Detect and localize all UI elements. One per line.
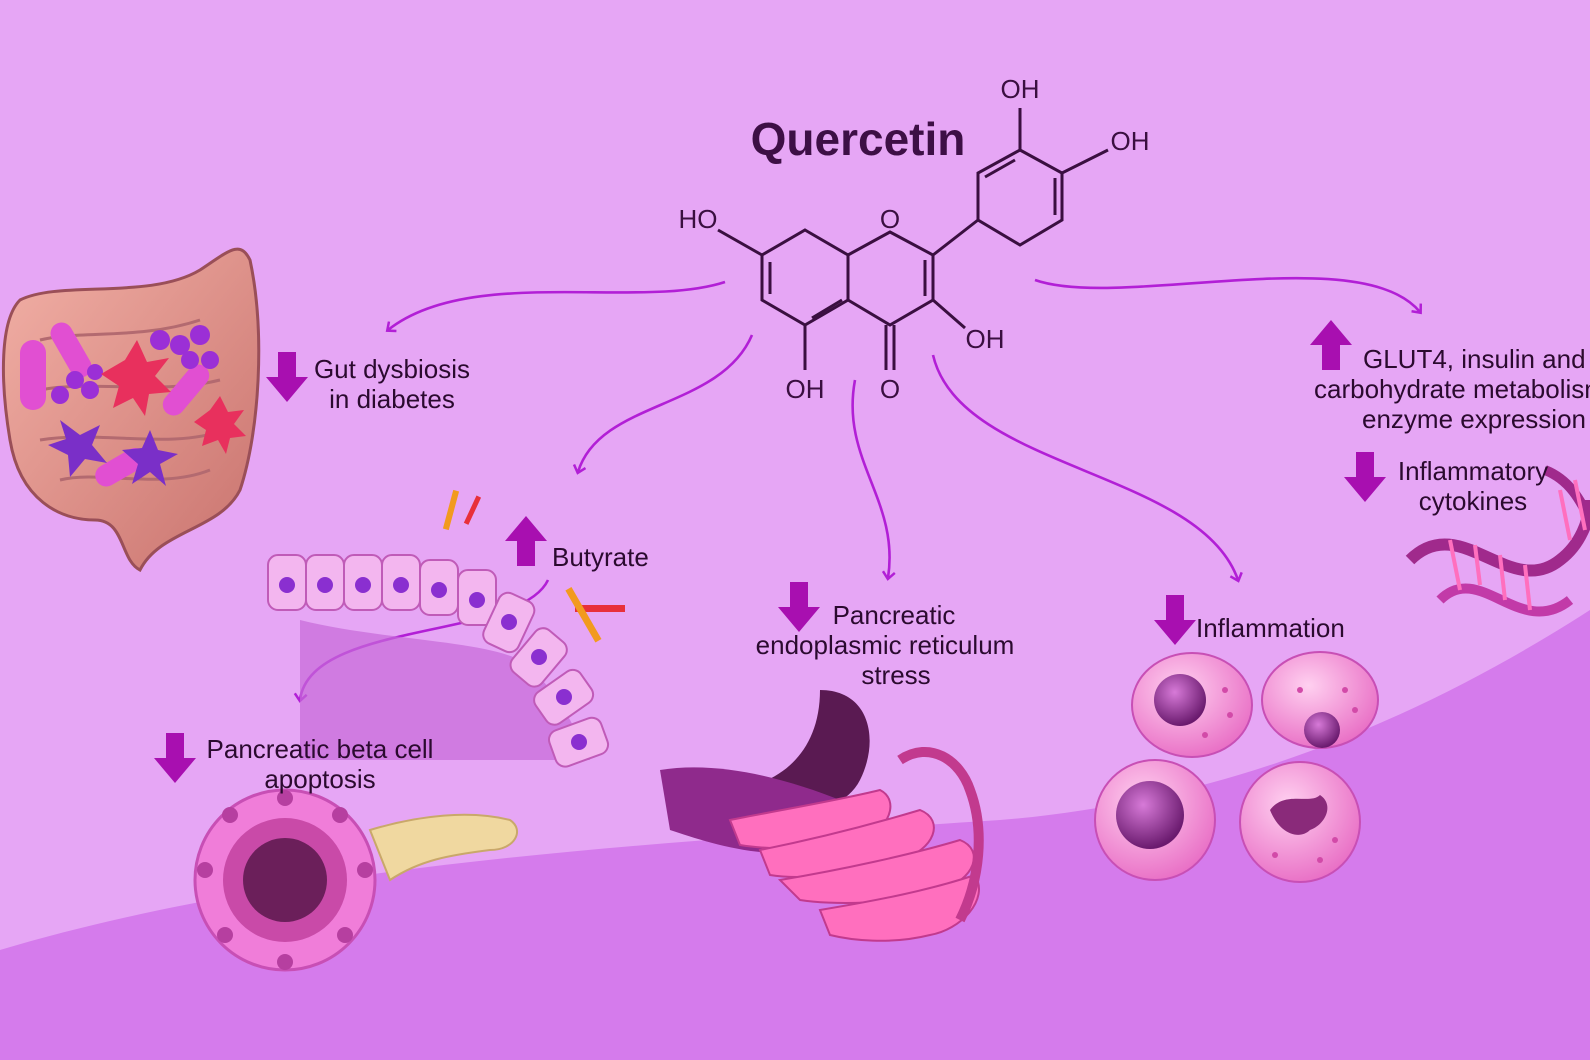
bacteria-cluster: [20, 322, 246, 487]
down-arrow-marker: [778, 582, 820, 632]
down-arrow-marker: [154, 733, 196, 783]
oh-c5-label: OH: [786, 374, 825, 404]
epithelium-illustration: [267, 489, 625, 768]
glut4-label-line2: carbohydrate metabolism: [1314, 374, 1590, 404]
gut-label-line2: in diabetes: [329, 384, 455, 414]
oh-c3-label: OH: [966, 324, 1005, 354]
down-arrow-marker: [1344, 452, 1386, 502]
arrow-to-glut4: [1034, 276, 1422, 315]
molecule-title: Quercetin: [751, 113, 966, 165]
dna-helix-illustration: [1405, 465, 1590, 617]
down-arrow-marker: [1154, 595, 1196, 645]
quercetin-structure: [717, 108, 1109, 370]
ho-left-label: HO: [679, 204, 718, 234]
immune-cells-illustration: [1094, 651, 1379, 883]
pancreas-illustration: [193, 788, 519, 972]
beta-cell-effect: Pancreatic beta cell apoptosis: [154, 733, 433, 794]
ring-oxygen-label: O: [880, 204, 900, 234]
carbonyl-oxygen-label: O: [880, 374, 900, 404]
beta-cell-label-line1: Pancreatic beta cell: [207, 734, 434, 764]
up-arrow-marker: [505, 516, 547, 566]
cytokines-label-line2: cytokines: [1419, 486, 1527, 516]
down-arrow-marker: [266, 352, 308, 402]
gut-effect: Gut dysbiosis in diabetes: [266, 352, 470, 414]
cytokines-effect: Inflammatory cytokines: [1344, 452, 1548, 516]
arrow-to-gut: [385, 280, 726, 333]
arrow-to-er-stress: [851, 379, 896, 581]
inflammation-effect: Inflammation: [1154, 595, 1345, 645]
gut-label-line1: Gut dysbiosis: [314, 354, 470, 384]
er-label-line3: stress: [861, 660, 930, 690]
arrow-to-butyrate: [572, 334, 754, 475]
oh-top-label: OH: [1001, 74, 1040, 104]
butyrate-label: Butyrate: [552, 542, 649, 572]
up-arrow-marker: [1310, 320, 1352, 370]
glut4-label-line1: GLUT4, insulin and: [1363, 344, 1586, 374]
er-label-line1: Pancreatic: [833, 600, 956, 630]
inflammation-label: Inflammation: [1196, 613, 1345, 643]
intestine-illustration: [1, 247, 261, 573]
er-label-line2: endoplasmic reticulum: [756, 630, 1015, 660]
beta-cell-label-line2: apoptosis: [264, 764, 375, 794]
glut4-effect: GLUT4, insulin and carbohydrate metaboli…: [1310, 320, 1590, 434]
endoplasmic-reticulum-illustration: [660, 690, 984, 942]
er-stress-effect: Pancreatic endoplasmic reticulum stress: [756, 582, 1015, 690]
glut4-label-line3: enzyme expression: [1362, 404, 1586, 434]
arrow-to-inflammation: [931, 354, 1243, 583]
oh-right-label: OH: [1111, 126, 1150, 156]
butyrate-effect: Butyrate: [505, 516, 649, 572]
cytokines-label-line1: Inflammatory: [1398, 456, 1548, 486]
